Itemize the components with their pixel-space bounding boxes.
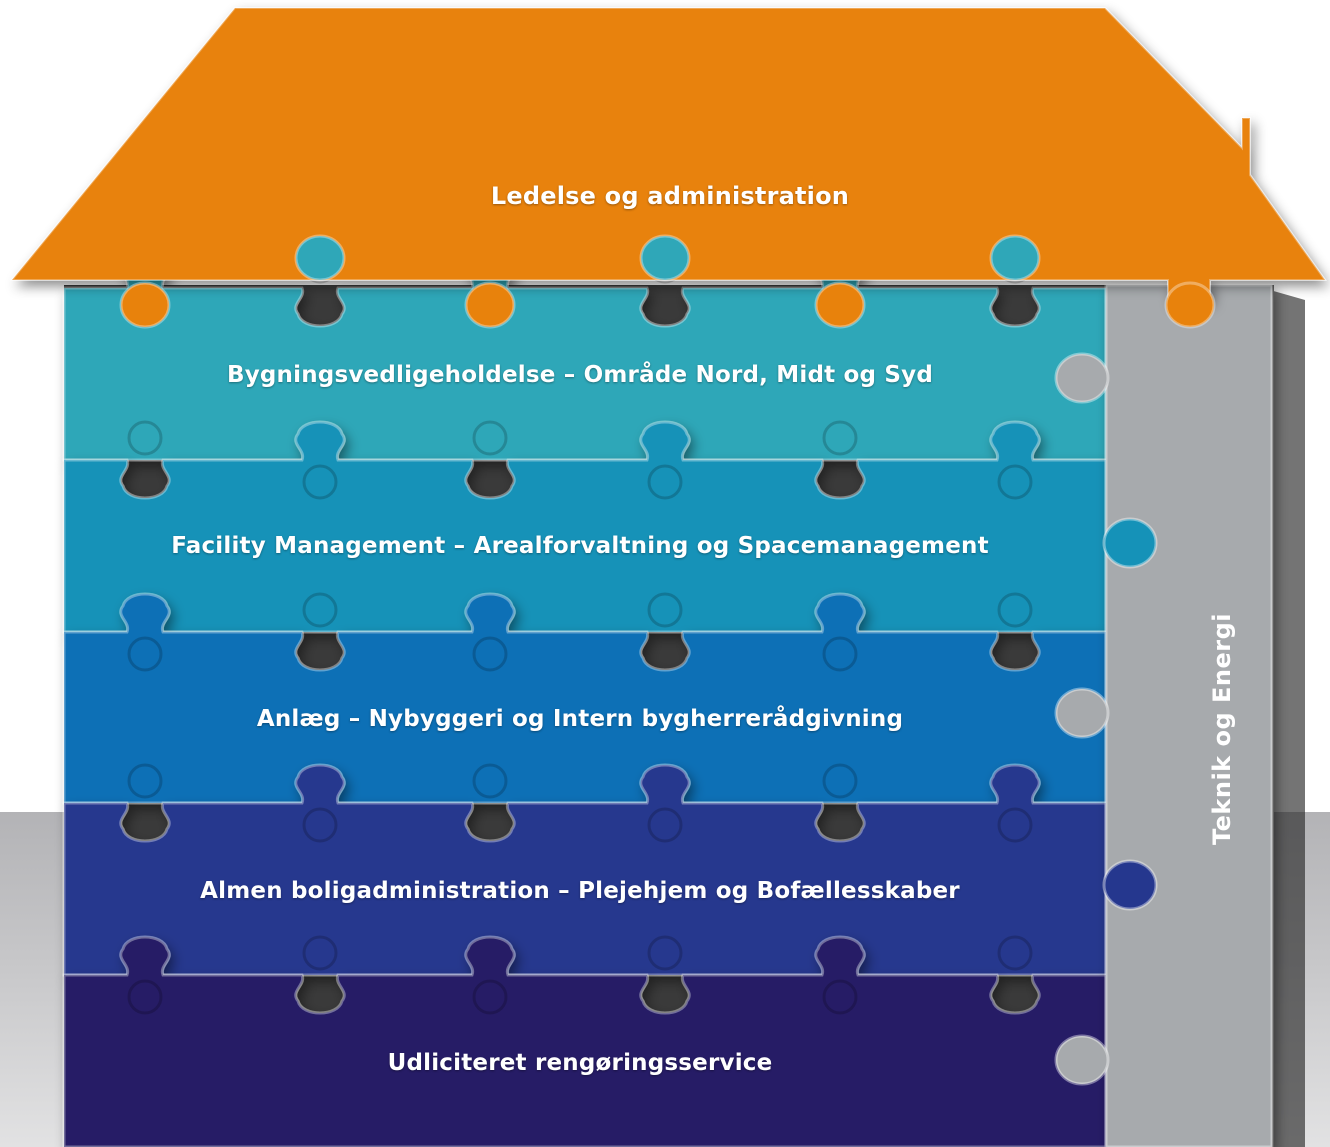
puzzle-row-2 <box>62 420 1108 634</box>
row-label-facility-management: Facility Management – Arealforvaltning o… <box>171 533 989 559</box>
roof-knob <box>814 281 866 329</box>
row-label-anlaeg: Anlæg – Nybyggeri og Intern bygherrerådg… <box>256 706 904 732</box>
column-knob <box>1102 517 1158 569</box>
column-label-teknik-og-energi: Teknik og Energi <box>1208 612 1236 846</box>
puzzle-knob <box>997 935 1033 971</box>
puzzle-row-5 <box>62 935 1108 1147</box>
puzzle-row-3 <box>62 592 1108 805</box>
roof-label: Ledelse og administration <box>490 182 850 210</box>
rows-group <box>62 248 1108 1147</box>
puzzle-knob <box>472 636 508 672</box>
puzzle-knob <box>127 979 163 1015</box>
puzzle-knob <box>647 464 683 500</box>
puzzle-knob <box>997 464 1033 500</box>
roof-piece <box>9 7 1327 301</box>
puzzle-knob <box>302 464 338 500</box>
roof-knob <box>1164 281 1216 329</box>
column-group <box>1054 283 1274 1147</box>
puzzle-knob <box>302 807 338 843</box>
row-label-bygningsvedligeholdelse: Bygningsvedligeholdelse – Område Nord, M… <box>226 362 934 388</box>
roof-socket <box>989 234 1041 282</box>
roof-knob <box>119 281 171 329</box>
puzzle-knob <box>997 592 1033 628</box>
roof-knob <box>464 281 516 329</box>
puzzle-row-4 <box>62 763 1108 977</box>
row-label-udliciteret-rengoering: Udliciteret rengøringsservice <box>387 1050 773 1076</box>
column-piece <box>1104 283 1274 1147</box>
roof-socket <box>639 234 691 282</box>
column-knob <box>1102 859 1158 911</box>
puzzle-knob <box>647 807 683 843</box>
row-label-almen-boligadministration: Almen boligadministration – Plejehjem og… <box>200 878 960 904</box>
column-knob <box>1054 687 1110 739</box>
puzzle-knob <box>127 636 163 672</box>
puzzle-knob <box>302 592 338 628</box>
puzzle-knob <box>647 935 683 971</box>
puzzle-knob <box>822 420 858 456</box>
puzzle-knob <box>127 763 163 799</box>
puzzle-knob <box>822 979 858 1015</box>
puzzle-knob <box>822 636 858 672</box>
puzzle-knob <box>647 592 683 628</box>
puzzle-knob <box>472 420 508 456</box>
puzzle-knob <box>822 763 858 799</box>
puzzle-knob <box>127 420 163 456</box>
puzzle-knob <box>997 807 1033 843</box>
house-shadow <box>1270 290 1305 1147</box>
column-knob <box>1054 1034 1110 1086</box>
roof-socket <box>294 234 346 282</box>
puzzle-knob <box>472 763 508 799</box>
puzzle-knob <box>472 979 508 1015</box>
column-knob <box>1054 352 1110 404</box>
roof-group <box>9 7 1327 329</box>
puzzle-row-1 <box>62 248 1108 462</box>
puzzle-knob <box>302 935 338 971</box>
